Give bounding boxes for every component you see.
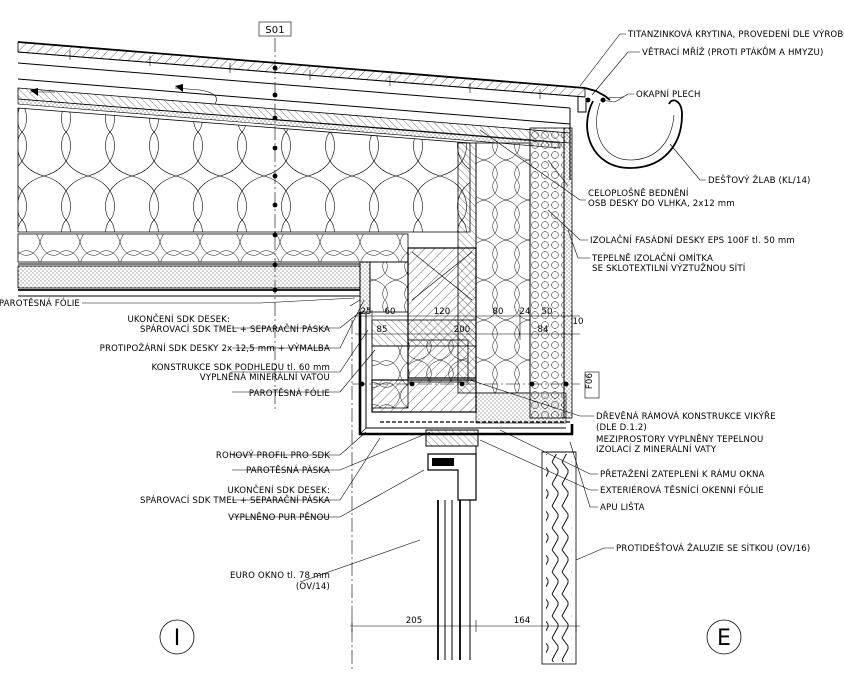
dim-80: 80 [493,307,504,317]
label-gutter: DEŠŤOVÝ ŽLAB (KL/14) [708,174,811,186]
right-labels: TITANZINKOVÁ KRYTINA, PROVEDENÍ DLE VÝRO… [588,28,844,554]
interior-marker: I [159,619,195,655]
interior-marker-label: I [174,626,181,651]
dimension-lines [350,310,580,632]
detail-reference-label: F06 [585,373,595,389]
label-corner: ROHOVÝ PROFIL PRO SDK [216,449,330,461]
dormer-frame [358,247,574,436]
label-osb-1: CELOPLOŠNĚ BEDNĚNÍ [588,187,689,199]
exterior-marker: E [706,619,742,655]
dim-84: 84 [538,325,549,335]
section-mark: S01 [258,21,292,37]
label-plaster-1: TEPELNĚ IZOLAČNÍ OMÍTKA [591,252,713,264]
label-sdk-end-1a: UKONČENÍ SDK DESEK: [127,313,230,325]
label-pur: VYPLNĚNO PUR PĚNOU [228,511,330,523]
detail-reference: F06 [584,371,600,399]
label-window-2: (OV/14) [296,582,330,592]
label-soffit-2: VYPLNĚNÁ MINERÁLNÍ VATOU [200,371,330,383]
label-overlap: PŘETAŽENÍ ZATEPLENÍ K RÁMU OKNA [600,468,765,480]
label-roof-cover: TITANZINKOVÁ KRYTINA, PROVEDENÍ DLE VÝRO… [627,28,844,40]
label-frame-1: DŘEVĚNÁ RÁMOVÁ KONSTRUKCE VIKÝŘE [596,410,776,422]
label-frame-4: IZOLACÍ Z MINERÁLNÍ VATY [596,443,717,455]
left-labels: PAROTĚSNÁ FÓLIE UKONČENÍ SDK DESEK: SPÁR… [0,297,330,592]
label-vent-grille: VĚTRACÍ MŘÍŽ (PROTI PTÁKŮM A HMYZU) [642,46,824,58]
label-plaster-2: SE SKLOTEXTILNÍ VÝZTUŽNOU SÍTÍ [592,262,746,274]
left-leaders [82,297,431,583]
right-leaders [469,33,706,561]
label-sdk-end-1b: SPÁROVACÍ SDK TMEL + SEPARAČNÍ PÁSKA [140,323,330,335]
label-soffit-1: KONSTRUKCE SDK PODHLEDU tl. 60 mm [151,363,330,373]
label-osb-2: OSB DESKY DO VLHKA, 2x12 mm [588,199,735,209]
dim-24: 24 [520,307,531,317]
label-sdk-end-2b: SPÁROVACÍ SDK TMEL + SEPARAČNÍ PÁSKA [140,494,330,506]
label-vapor-tape: PAROTĚSNÁ PÁSKA [246,464,330,476]
window-and-blind [425,429,577,665]
dim-50: 50 [542,307,553,317]
dim-120: 120 [434,307,450,317]
label-apu: APU LIŠTA [600,501,645,513]
dim-205: 205 [406,616,422,626]
label-vapor-foil-2: PAROTĚSNÁ FÓLIE [249,387,330,399]
roof-slope [17,41,586,307]
eaves-gutter [569,87,683,180]
label-ext-foil: EXTERIÉROVÁ TĚSNÍCÍ OKENNÍ FÓLIE [600,484,764,496]
dim-60: 60 [385,307,396,317]
label-fire-sdk: PROTIPOŽÁRNÍ SDK DESKY 2x 12,5 mm + VÝMA… [100,342,330,354]
dim-164: 164 [514,616,530,626]
dim-25: 25 [361,307,372,317]
section-mark-label: S01 [265,25,285,36]
dormer-wall [457,127,573,419]
dim-10: 10 [573,317,584,327]
label-vapor-foil-1: PAROTĚSNÁ FÓLIE [0,297,80,309]
label-eps: IZOLAČNÍ FASÁDNÍ DESKY EPS 100F tl. 50 m… [590,234,795,246]
label-drip-sheet: OKAPNÍ PLECH [636,88,701,100]
dim-85: 85 [377,325,388,335]
label-frame-2: (DLE D.1.2) [596,423,647,433]
label-blind: PROTIDEŠŤOVÁ ŽALUZIE SE SÍTKOU (OV/16) [616,542,810,554]
label-frame-3: MEZIPROSTORY VYPLNĚNY TEPELNOU [596,433,763,445]
label-sdk-end-2a: UKONČENÍ SDK DESEK: [227,484,330,496]
dim-200: 200 [454,325,470,335]
label-window-1: EURO OKNO tl. 78 mm [230,571,330,581]
exterior-marker-label: E [717,626,731,651]
